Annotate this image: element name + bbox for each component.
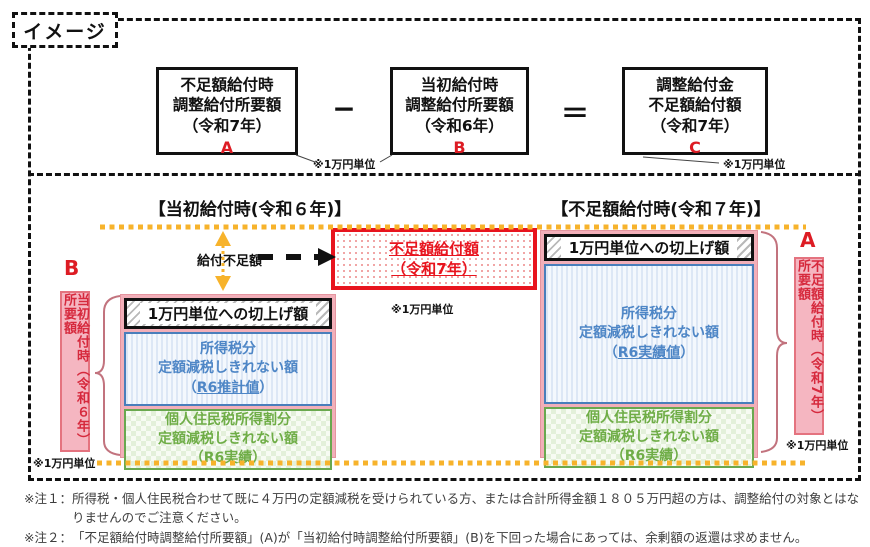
left-bar-unit-note: ※1万円単位 — [33, 457, 96, 470]
right-bar-side-label-box: 不足額給付時（令和7年）所要額 — [794, 257, 824, 435]
formula-unit-note-left: ※1万円単位 — [313, 158, 376, 171]
formula-box-c-line3: （令和7年） — [650, 116, 740, 135]
shortfall-box-unit-note: ※1万円単位 — [391, 303, 454, 316]
formula-box-b-tag: B — [453, 138, 466, 158]
right-stacked-bar: 1万円単位への切上げ額 所得税分 定額減税しきれない額 （R6実績値） 個人住民… — [540, 230, 758, 468]
shortfall-arrow-label: 給付不足額 — [197, 254, 263, 269]
left-bar-tag-b: B — [64, 256, 80, 280]
image-caption-label: イメージ — [23, 20, 107, 43]
left-income-line2: 定額減税しきれない額 — [158, 360, 298, 377]
formula-box-b-line2: 調整給付所要額 — [405, 96, 514, 115]
right-bar-tag-a: A — [800, 228, 816, 252]
footnote-2-text: 「不足額給付時調整給付所要額」(A)が「当初給付時調整給付所要額」(B)を下回っ… — [71, 529, 808, 545]
minus-operator: − — [332, 92, 356, 125]
formula-unit-note-right: ※1万円単位 — [723, 158, 786, 171]
formula-box-a-line1: 不足額給付時 — [180, 76, 274, 94]
right-income-paren-open: （ — [603, 344, 618, 361]
formula-box-a-line3: （令和7年） — [182, 116, 272, 135]
formula-box-a-line2: 調整給付所要額 — [172, 96, 282, 115]
footnotes: ※注１： 所得税・個人住民税合わせて既に４万円の定額減税を受けられている方、また… — [24, 489, 860, 547]
left-resident-line2: 定額減税しきれない額 — [158, 430, 298, 447]
left-income-value: R6推計値 — [196, 379, 260, 396]
left-stacked-bar: 1万円単位への切上げ額 所得税分 定額減税しきれない額 （R6推計値） 個人住民… — [120, 294, 336, 470]
outer-dashed-frame — [28, 18, 861, 481]
right-income-line1: 所得税分 — [621, 305, 677, 322]
right-income-value: R6実績値 — [617, 344, 681, 361]
footnote-1-label: ※注１： — [24, 491, 72, 506]
footnote-2: ※注２： 「不足額給付時調整給付所要額」(A)が「当初給付時調整給付所要額」(B… — [24, 528, 860, 547]
right-bar-rounding-segment: 1万円単位への切上げ額 — [544, 234, 754, 261]
left-resident-line3: （R6実績） — [189, 449, 267, 466]
right-resident-line3: （R6実績） — [610, 447, 688, 464]
shortfall-amount-box: 不足額給付額 （令和7年） — [331, 228, 537, 290]
right-resident-line1: 個人住民税所得割分 — [586, 410, 712, 426]
right-bar-rounding-label: 1万円単位への切上げ額 — [560, 237, 738, 258]
left-bar-resident-tax-segment: 個人住民税所得割分 定額減税しきれない額 （R6実績） — [124, 409, 332, 470]
formula-box-c-tag: C — [689, 138, 701, 158]
left-bar-rounding-label: 1万円単位への切上げ額 — [139, 303, 317, 324]
section-divider-dashed-line — [28, 173, 861, 176]
right-bar-unit-note: ※1万円単位 — [786, 439, 849, 452]
footnote-1: ※注１： 所得税・個人住民税合わせて既に４万円の定額減税を受けられている方、また… — [24, 489, 860, 528]
shortfall-box-line2: （令和7年） — [391, 260, 477, 278]
right-bar-income-tax-segment: 所得税分 定額減税しきれない額 （R6実績値） — [544, 264, 754, 404]
footnote-1-text: 所得税・個人住民税合わせて既に４万円の定額減税を受けられている方、または合計所得… — [71, 491, 860, 526]
formula-box-c: 調整給付金 不足額給付額 （令和7年） C — [622, 67, 768, 158]
shortfall-box-line1: 不足額給付額 — [388, 239, 479, 258]
image-caption-box: イメージ — [12, 12, 118, 48]
formula-box-b-line1: 当初給付時 — [420, 76, 499, 94]
formula-box-c-line2: 不足額給付額 — [648, 96, 742, 115]
left-bar-income-tax-segment: 所得税分 定額減税しきれない額 （R6推計値） — [124, 332, 332, 406]
right-income-line2: 定額減税しきれない額 — [579, 325, 719, 342]
equals-operator: ＝ — [560, 97, 589, 130]
left-income-line1: 所得税分 — [200, 340, 256, 357]
formula-box-b-line3: （令和6年） — [415, 116, 504, 135]
left-income-line3: （R6推計値） — [183, 379, 274, 399]
right-bar-resident-tax-segment: 個人住民税所得割分 定額減税しきれない額 （R6実績） — [544, 407, 754, 468]
formula-box-a: 不足額給付時 調整給付所要額 （令和7年） A — [156, 67, 298, 158]
formula-box-b: 当初給付時 調整給付所要額 （令和6年） B — [390, 67, 529, 158]
left-bar-side-label: 当初給付時（令和６年）所要額 — [61, 293, 89, 447]
right-bar-side-label: 不足額給付時（令和7年）所要額 — [795, 259, 823, 424]
left-bar-rounding-segment: 1万円単位への切上げ額 — [124, 298, 332, 329]
right-resident-line2: 定額減税しきれない額 — [579, 428, 719, 445]
right-section-title: 【不足額給付時(令和７年)】 — [551, 200, 771, 220]
left-income-paren-close: ） — [259, 379, 274, 396]
formula-box-c-line1: 調整給付金 — [656, 76, 734, 94]
right-income-line3: （R6実績値） — [604, 344, 695, 364]
formula-box-a-tag: A — [220, 138, 234, 158]
left-bar-side-label-box: 当初給付時（令和６年）所要額 — [60, 291, 90, 452]
footnote-2-label: ※注２： — [24, 529, 72, 545]
right-income-paren-close: ） — [680, 344, 695, 361]
left-resident-line1: 個人住民税所得割分 — [165, 412, 291, 428]
left-income-paren-open: （ — [182, 379, 197, 396]
left-section-title: 【当初給付時(令和６年)】 — [148, 200, 352, 220]
